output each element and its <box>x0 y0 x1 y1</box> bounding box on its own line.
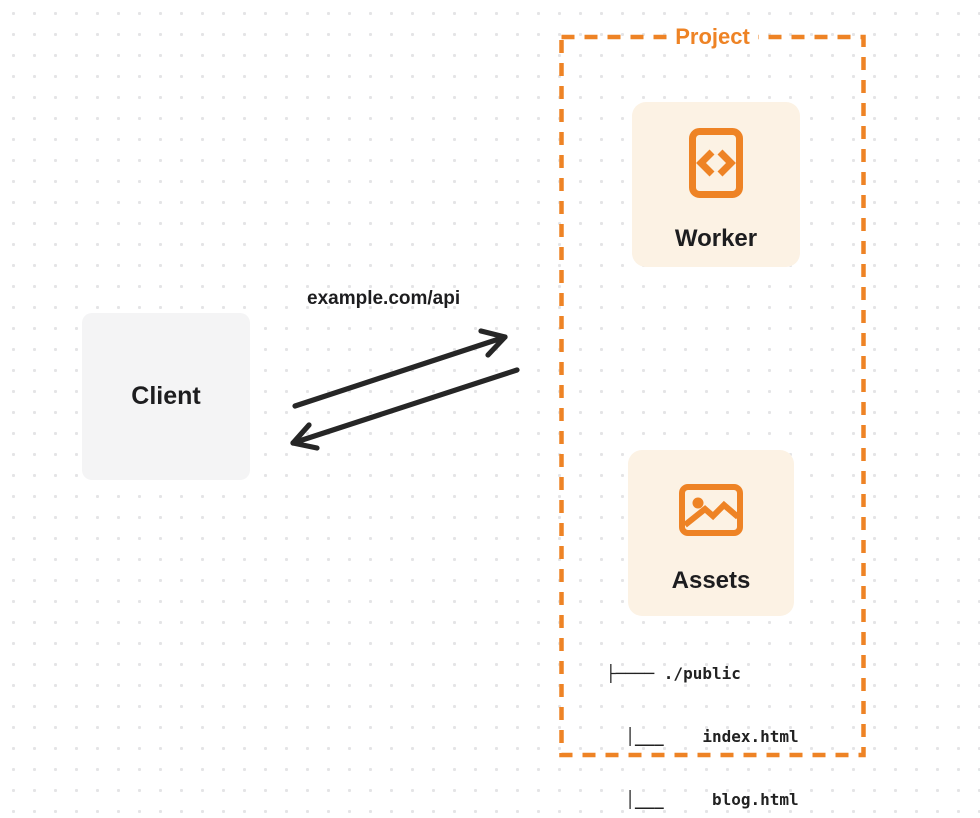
worker-node: Worker <box>632 102 800 267</box>
request-url-label: example.com/api <box>307 288 461 309</box>
file-tree-line: │___ index.html <box>606 727 799 746</box>
request-arrow <box>292 328 508 409</box>
client-label: Client <box>131 382 201 410</box>
image-icon <box>679 484 743 536</box>
assets-node: Assets <box>628 450 794 616</box>
file-tree-line: │___ blog.html <box>606 790 799 809</box>
assets-label: Assets <box>671 567 751 594</box>
client-node: Client <box>82 313 250 480</box>
file-tree: ├──── ./public │___ index.html │___ blog… <box>606 621 799 818</box>
worker-label: Worker <box>674 225 758 252</box>
response-arrow <box>290 367 520 451</box>
code-file-icon <box>689 128 743 198</box>
file-tree-root-line: ├──── ./public <box>606 664 741 683</box>
